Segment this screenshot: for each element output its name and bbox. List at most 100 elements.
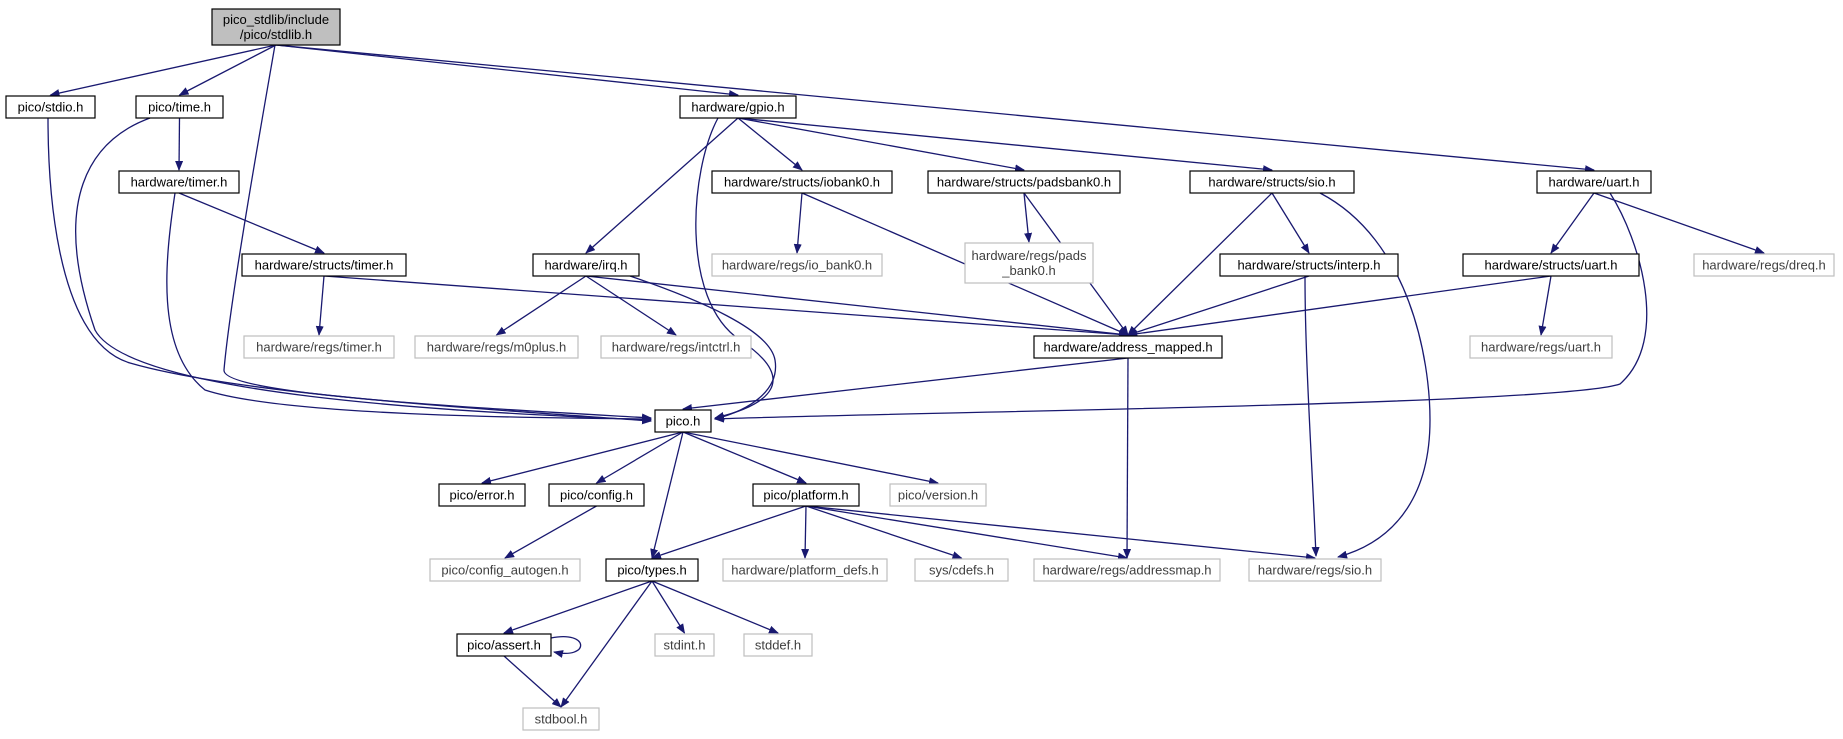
node-regs-io-bank0: hardware/regs/io_bank0.h <box>711 253 883 277</box>
node-root[interactable]: pico_stdlib/include/pico/stdlib.h <box>211 8 341 46</box>
node-box <box>605 558 699 582</box>
node-box <box>914 558 1009 582</box>
node-uart[interactable]: hardware/uart.h <box>1536 170 1652 194</box>
node-assert[interactable]: pico/assert.h <box>456 633 552 657</box>
edge-pico-to-error <box>481 431 684 485</box>
edge-assert-to-assert <box>550 636 582 658</box>
node-label: pico/types.h <box>617 563 686 578</box>
node-sio-struct[interactable]: hardware/structs/sio.h <box>1189 170 1355 194</box>
edge-types-to-stdint <box>651 580 686 634</box>
node-label: pico/time.h <box>148 100 211 115</box>
node-box <box>927 170 1121 194</box>
edge-timer_struct-to-address_mapped <box>323 275 1129 339</box>
edge-irq-to-address_mapped <box>585 275 1129 339</box>
node-box <box>135 95 224 119</box>
node-label: hardware/irq.h <box>544 258 627 273</box>
node-platform[interactable]: pico/platform.h <box>752 483 860 507</box>
edge-interp-to-regs_sio <box>1304 275 1320 557</box>
edge-gpio-to-pico <box>695 117 774 420</box>
node-label: hardware/regs/m0plus.h <box>427 340 566 355</box>
node-label: stdint.h <box>664 638 706 653</box>
node-timer[interactable]: hardware/timer.h <box>118 170 240 194</box>
edge-uart-to-uart_struct <box>1550 192 1595 254</box>
node-regs-uart: hardware/regs/uart.h <box>1469 335 1613 359</box>
edge-platform-to-cdefs <box>805 505 963 559</box>
edge-timer-to-timer_struct <box>178 192 325 254</box>
node-box <box>1693 253 1835 277</box>
node-regs-dreq: hardware/regs/dreq.h <box>1693 253 1835 277</box>
node-label: pico/error.h <box>449 488 514 503</box>
edge-timer_struct-to-regs_timer <box>315 275 325 336</box>
node-box <box>5 95 96 119</box>
node-box <box>1189 170 1355 194</box>
node-label: hardware/structs/sio.h <box>1208 175 1335 190</box>
node-error[interactable]: pico/error.h <box>438 483 526 507</box>
node-box <box>1469 335 1613 359</box>
edge-irq-to-regs_m0plus <box>495 275 587 336</box>
node-label: pico.h <box>666 414 701 429</box>
edge-types-to-stddef <box>651 580 779 634</box>
node-regs-m0plus: hardware/regs/m0plus.h <box>414 335 579 359</box>
node-pico[interactable]: pico.h <box>654 409 712 433</box>
node-regs-timer: hardware/regs/timer.h <box>243 335 395 359</box>
node-version: pico/version.h <box>889 483 987 507</box>
node-label: pico/assert.h <box>467 638 541 653</box>
node-box <box>600 335 752 359</box>
node-cdefs: sys/cdefs.h <box>914 558 1009 582</box>
node-iobank0[interactable]: hardware/structs/iobank0.h <box>711 170 893 194</box>
node-label: hardware/timer.h <box>131 175 228 190</box>
edge-root-to-time <box>178 44 277 96</box>
node-types[interactable]: pico/types.h <box>605 558 699 582</box>
node-label: hardware/regs/sio.h <box>1258 563 1372 578</box>
node-box <box>1033 335 1223 359</box>
node-timer-struct[interactable]: hardware/structs/timer.h <box>241 253 407 277</box>
node-label: hardware/address_mapped.h <box>1043 340 1212 355</box>
node-label: pico_stdlib/include <box>223 12 329 27</box>
node-label: hardware/structs/interp.h <box>1237 258 1380 273</box>
node-padsbank0[interactable]: hardware/structs/padsbank0.h <box>927 170 1121 194</box>
edge-pico-to-version <box>682 431 939 486</box>
node-stdio[interactable]: pico/stdio.h <box>5 95 96 119</box>
edge-irq-to-pico <box>629 275 777 421</box>
node-box <box>414 335 579 359</box>
node-gpio[interactable]: hardware/gpio.h <box>679 95 797 119</box>
node-label: hardware/regs/intctrl.h <box>612 340 741 355</box>
edge-platform-to-platform_defs <box>801 505 810 559</box>
node-label: hardware/structs/uart.h <box>1485 258 1618 273</box>
node-box <box>654 633 715 657</box>
node-box <box>1219 253 1399 277</box>
node-label: hardware/regs/dreq.h <box>1702 258 1826 273</box>
node-irq[interactable]: hardware/irq.h <box>532 253 640 277</box>
edge-iobank0-to-regs_io_bank0 <box>793 192 803 254</box>
edge-gpio-to-padsbank0 <box>737 117 1025 173</box>
node-label: _bank0.h <box>1001 263 1056 278</box>
node-box <box>654 409 712 433</box>
node-interp[interactable]: hardware/structs/interp.h <box>1219 253 1399 277</box>
node-box <box>118 170 240 194</box>
edge-gpio-to-sio_struct <box>737 117 1273 174</box>
edge-uart-to-regs_dreq <box>1593 192 1765 254</box>
node-box <box>1536 170 1652 194</box>
node-box <box>964 242 1094 284</box>
edge-uart-to-pico <box>714 192 1648 423</box>
node-config[interactable]: pico/config.h <box>548 483 645 507</box>
node-box <box>743 633 813 657</box>
node-box <box>438 483 526 507</box>
edge-platform-to-regs_addressmap <box>805 505 1128 561</box>
edge-uart_struct-to-address_mapped <box>1127 275 1552 338</box>
node-box <box>211 8 341 46</box>
node-box <box>548 483 645 507</box>
node-box <box>722 558 888 582</box>
edge-pico-to-platform <box>682 431 807 484</box>
node-uart-struct[interactable]: hardware/structs/uart.h <box>1462 253 1640 277</box>
node-label: hardware/structs/timer.h <box>255 258 394 273</box>
node-address-mapped[interactable]: hardware/address_mapped.h <box>1033 335 1223 359</box>
nodes: pico_stdlib/include/pico/stdlib.h pico/st… <box>5 8 1835 731</box>
edge-uart_struct-to-regs_uart <box>1538 275 1552 336</box>
edge-pico-to-config <box>595 431 684 484</box>
edge-time-to-pico <box>75 117 652 424</box>
node-label: hardware/platform_defs.h <box>731 563 878 578</box>
node-box <box>243 335 395 359</box>
node-time[interactable]: pico/time.h <box>135 95 224 119</box>
node-regs-sio: hardware/regs/sio.h <box>1248 558 1382 582</box>
